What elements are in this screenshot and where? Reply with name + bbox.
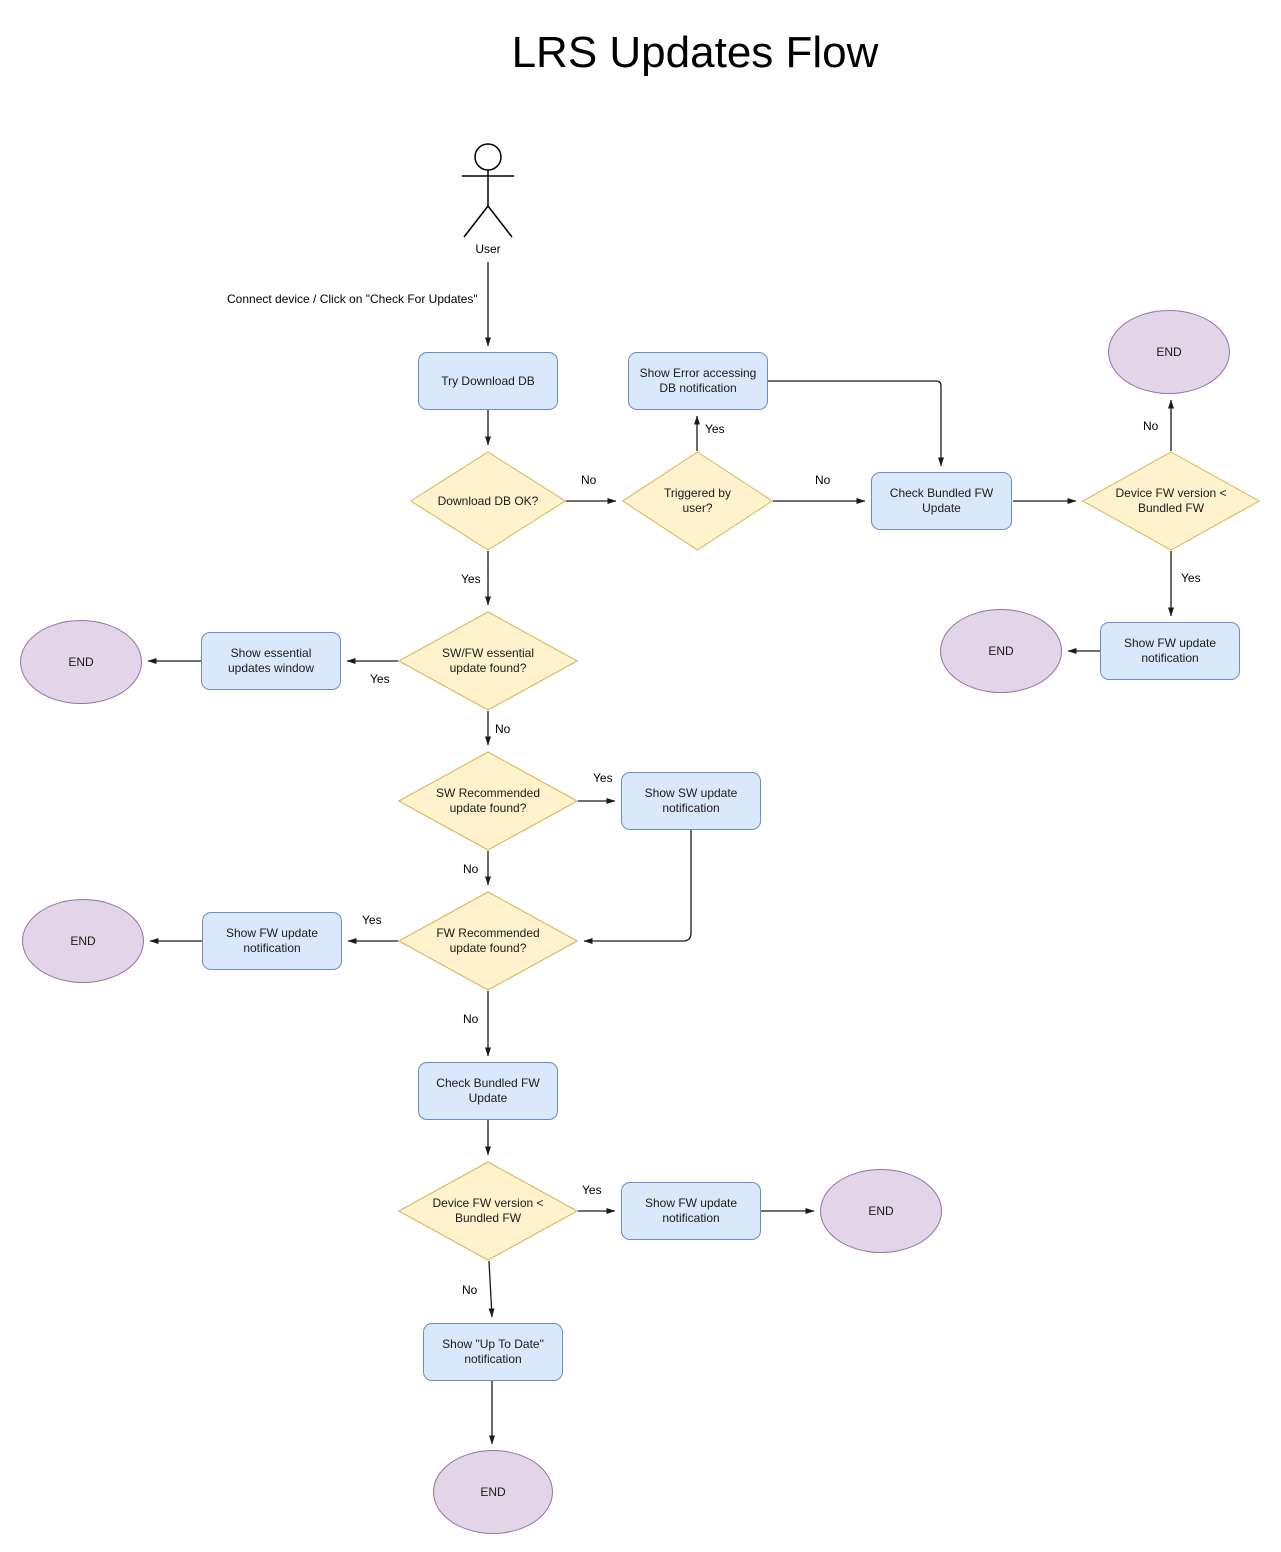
decision-sw-recommended-update-found: SW Recommended update found? <box>398 751 578 851</box>
node-label: END <box>68 654 94 669</box>
diagram-title: LRS Updates Flow <box>511 28 879 77</box>
edge-label-no: No <box>495 722 511 737</box>
edge-label-yes: Yes <box>593 771 613 786</box>
diamond-shape <box>398 751 578 851</box>
node-label: Show SW update notification <box>644 786 738 815</box>
diamond-shape <box>398 611 578 711</box>
node-label: Check Bundled FW Update <box>889 486 994 515</box>
process-show-sw-update-notification: Show SW update notification <box>621 772 761 830</box>
decision-fw-recommended-update-found: FW Recommended update found? <box>398 891 578 991</box>
process-show-fw-update-notification-mid-left: Show FW update notification <box>202 912 342 970</box>
decision-sw-fw-essential-update-found: SW/FW essential update found? <box>398 611 578 711</box>
node-label: FW Recommended update found? <box>436 926 540 955</box>
node-label: END <box>1156 344 1182 359</box>
node-label: END <box>70 933 96 948</box>
edge-label-no: No <box>463 862 479 877</box>
node-label: END <box>868 1203 894 1218</box>
terminal-end-mid-right: END <box>820 1169 942 1253</box>
process-check-bundled-fw-update-bottom: Check Bundled FW Update <box>418 1062 558 1120</box>
terminal-end-left-lower: END <box>22 899 144 983</box>
node-label: Show essential updates window <box>227 646 315 675</box>
process-show-up-to-date-notification: Show "Up To Date" notification <box>423 1323 563 1381</box>
diamond-shape <box>622 451 773 551</box>
edge-device-fw-bottom-no-to-up-to-date <box>488 1260 495 1318</box>
edge-label-yes: Yes <box>582 1183 602 1198</box>
edge-label-no: No <box>815 473 831 488</box>
diamond-shape <box>1082 451 1260 551</box>
diamond-shape <box>398 1161 578 1261</box>
edge-show-sw-to-fw-recommended <box>583 830 692 944</box>
node-label: END <box>988 643 1014 658</box>
node-label: Download DB OK? <box>437 493 539 508</box>
decision-device-fw-version-top: Device FW version < Bundled FW <box>1082 451 1260 551</box>
edge-label-connect-device: Connect device / Click on "Check For Upd… <box>227 292 478 307</box>
node-label: Show FW update notification <box>1123 636 1217 665</box>
terminal-end-top-right: END <box>1108 310 1230 394</box>
process-show-fw-update-notification-bottom: Show FW update notification <box>621 1182 761 1240</box>
node-label: Device FW version < Bundled FW <box>1115 486 1227 515</box>
node-label: Show FW update notification <box>644 1196 738 1225</box>
diamond-shape <box>410 451 566 551</box>
node-label: SW/FW essential update found? <box>441 646 534 675</box>
node-label: Show Error accessing DB notification <box>639 366 757 395</box>
process-show-error-db-notification: Show Error accessing DB notification <box>628 352 768 410</box>
node-label: END <box>480 1484 506 1499</box>
node-label: Show "Up To Date" notification <box>442 1337 544 1366</box>
node-label: Triggered by user? <box>664 486 731 515</box>
edge-label-yes: Yes <box>705 422 725 437</box>
node-label: Device FW version < Bundled FW <box>432 1196 544 1225</box>
user-actor-label: User <box>475 242 501 256</box>
process-check-bundled-fw-update-top: Check Bundled FW Update <box>871 472 1012 530</box>
node-label: Show FW update notification <box>225 926 319 955</box>
process-try-download-db: Try Download DB <box>418 352 558 410</box>
edge-label-yes: Yes <box>1181 571 1201 586</box>
decision-triggered-by-user: Triggered by user? <box>622 451 773 551</box>
edge-label-yes: Yes <box>370 672 390 687</box>
decision-device-fw-version-bottom: Device FW version < Bundled FW <box>398 1161 578 1261</box>
edge-label-no: No <box>462 1283 478 1298</box>
node-label: SW Recommended update found? <box>435 786 541 815</box>
node-label: Check Bundled FW Update <box>436 1076 540 1105</box>
diamond-shape <box>398 891 578 991</box>
process-show-fw-update-notification-top-right: Show FW update notification <box>1100 622 1240 680</box>
edge-label-no: No <box>1143 419 1159 434</box>
node-label: Try Download DB <box>441 373 535 388</box>
edge-label-yes: Yes <box>362 913 382 928</box>
decision-download-db-ok: Download DB OK? <box>410 451 566 551</box>
user-actor-icon <box>462 143 514 238</box>
process-show-essential-updates-window: Show essential updates window <box>201 632 341 690</box>
terminal-end-left-upper: END <box>20 620 142 704</box>
terminal-end-bottom: END <box>433 1450 553 1534</box>
edge-label-yes: Yes <box>461 572 481 587</box>
terminal-end-right: END <box>940 609 1062 693</box>
edge-label-no: No <box>463 1012 479 1027</box>
edge-show-error-to-check-bundled-top <box>768 380 944 467</box>
edge-label-no: No <box>581 473 597 488</box>
